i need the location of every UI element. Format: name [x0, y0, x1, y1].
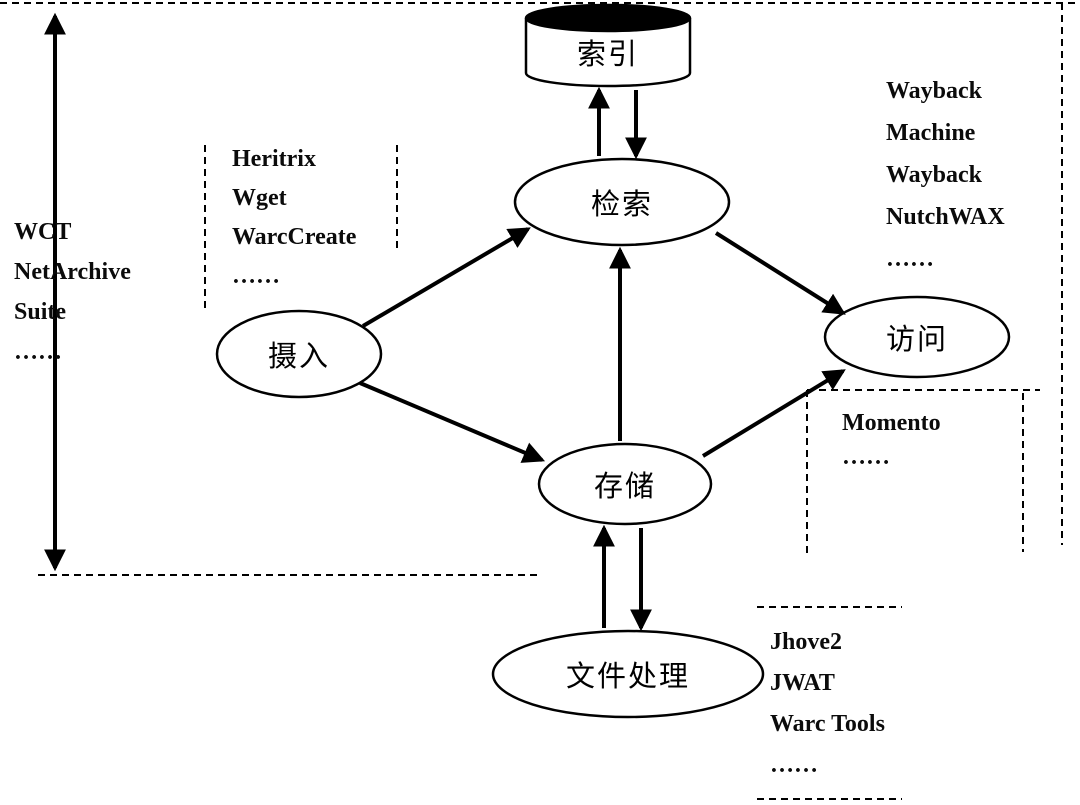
- retrieval-node-shape: [513, 157, 731, 247]
- tool-label: ……: [886, 246, 934, 272]
- node-label-access: 访问: [885, 324, 949, 356]
- arrow-ingest-to-retrieval: [361, 227, 531, 328]
- tool-label: Jhove2: [770, 629, 842, 655]
- storage-node-shape: [537, 442, 713, 526]
- tool-group-crawlers: Heritrix Wget WarcCreate ……: [232, 140, 356, 296]
- arrow-ingest-to-storage: [359, 381, 546, 463]
- node-label-file-processing: 文件处理: [565, 661, 691, 693]
- tool-label: Wayback: [886, 162, 983, 188]
- index-cylinder-body: [524, 18, 692, 88]
- arrow-storage-to-access: [701, 369, 846, 458]
- tool-label: Warc Tools: [770, 711, 885, 737]
- tool-label: ……: [14, 339, 62, 365]
- index-cylinder-top: [524, 3, 692, 33]
- tool-group-momento: Momento ……: [842, 406, 941, 474]
- tool-label: Heritrix: [232, 146, 316, 172]
- tool-label: WCT: [14, 219, 72, 245]
- tool-label: WarcCreate: [232, 224, 357, 250]
- ingest-node-shape: [215, 309, 383, 399]
- tool-label: Momento: [842, 410, 941, 436]
- node-label-retrieval: 检索: [590, 189, 654, 221]
- tool-group-file-tools: Jhove2 JWAT Warc Tools ……: [770, 622, 885, 786]
- tool-label: NetArchive: [14, 259, 131, 285]
- node-label-storage: 存储: [593, 471, 657, 503]
- tool-label: Wayback: [886, 78, 983, 104]
- tool-label: JWAT: [770, 670, 835, 696]
- access-node-shape: [823, 295, 1011, 379]
- tool-label: ……: [842, 444, 890, 470]
- tool-label: NutchWAX: [886, 204, 1005, 230]
- arrow-retrieval-to-access: [714, 231, 846, 315]
- tool-label: Machine: [886, 120, 976, 146]
- node-label-index: 索引: [576, 39, 640, 71]
- file-processing-node-shape: [491, 629, 765, 719]
- tool-label: ……: [232, 263, 280, 289]
- node-label-ingest: 摄入: [267, 341, 331, 373]
- tool-group-wct: WCT NetArchive Suite ……: [14, 212, 131, 372]
- tool-group-replay: Wayback Machine Wayback NutchWAX ……: [886, 70, 1005, 280]
- tool-label: Suite: [14, 299, 67, 325]
- tool-label: Wget: [232, 185, 287, 211]
- tool-label: ……: [770, 752, 818, 778]
